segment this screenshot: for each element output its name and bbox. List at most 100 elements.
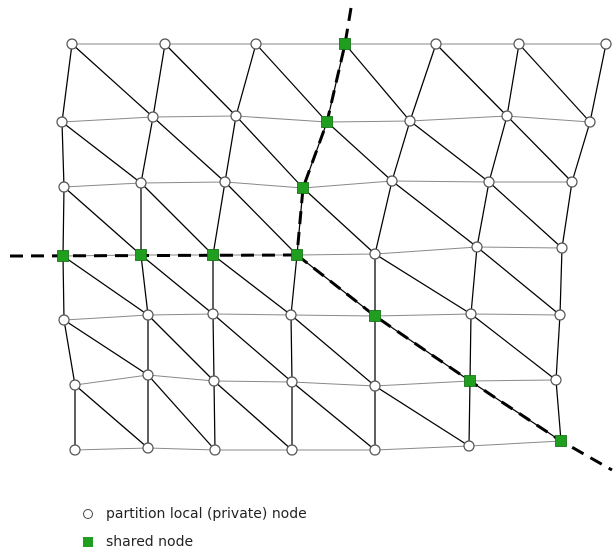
mesh-edge-vertical [488,115,508,183]
mesh-edge-diagonal [74,384,149,449]
mesh-edge-diagonal [71,43,154,118]
private-node [369,444,381,456]
legend-private-symbol [70,509,106,519]
mesh-edge-diagonal [374,385,470,447]
mesh-edge-horizontal [74,447,149,451]
mesh-edge-diagonal [164,43,237,117]
mesh-edge-horizontal [469,379,557,382]
mesh-edge-vertical [212,313,215,382]
private-node [584,116,596,128]
private-node [142,442,154,454]
private-node [404,115,416,127]
mesh-edge-vertical [61,121,65,188]
private-node [58,181,70,193]
mesh-edge-horizontal [374,445,470,451]
mesh-edge-horizontal [476,246,563,249]
mesh-edge-horizontal [374,313,472,317]
private-node [285,309,297,321]
mesh-edge-horizontal [326,120,411,123]
private-node [465,308,477,320]
mesh-edge-horizontal [212,313,292,316]
mesh-edge-vertical [391,120,411,182]
mesh-edge-vertical [589,43,607,123]
private-node [501,110,513,122]
private-node [483,176,495,188]
mesh-edge-diagonal [255,43,328,123]
mesh-edge-diagonal [63,319,149,376]
mesh-edge-diagonal [374,253,472,315]
mesh-edges [61,43,607,451]
mesh-edge-vertical [290,254,298,316]
mesh-edge-diagonal [152,116,226,183]
private-node [208,375,220,387]
mesh-edge-horizontal [290,314,376,317]
mesh-edge-diagonal [213,380,293,451]
mesh-edge-diagonal [470,313,557,381]
partition-cut-lines [9,7,613,472]
legend-private-label: partition local (private) node [106,506,307,522]
mesh-edge-vertical [213,380,216,451]
private-node [142,309,154,321]
mesh-edge-horizontal [506,115,591,123]
private-node [286,444,298,456]
mesh-edge-vertical [476,181,490,248]
private-node [69,444,81,456]
private-node [463,440,475,452]
private-node [369,248,381,260]
private-node-icon [83,509,93,519]
mesh-edge-vertical [470,246,478,315]
mesh-edge-diagonal [409,120,490,183]
shared-node [297,182,309,194]
mesh-edge-vertical [235,43,257,117]
mesh-edge-horizontal [374,246,478,255]
mesh-edge-horizontal [296,253,376,256]
private-node [147,111,159,123]
mesh-edge-horizontal [302,180,393,189]
mesh-edge-vertical [62,255,65,321]
mesh-edge-diagonal [291,381,376,451]
mesh-edge-horizontal [409,115,508,122]
mesh-edge-diagonal [147,314,215,382]
shared-node-icon [83,537,93,547]
private-node [386,175,398,187]
mesh-edge-diagonal [518,43,591,123]
mesh-edge-diagonal [344,43,411,122]
private-node [69,379,81,391]
mesh-edge-vertical [62,186,65,257]
legend-shared: shared node [70,528,307,556]
mesh-edge-vertical [571,121,591,183]
mesh-edge-diagonal [61,121,142,184]
mesh-edge-vertical [506,43,520,117]
mesh-edge-diagonal [147,374,216,451]
mesh-edge-vertical [559,247,563,316]
private-node [56,116,68,128]
mesh-edge-horizontal [235,115,328,123]
mesh-edge-vertical [212,181,226,256]
shared-node [555,435,567,447]
private-node [219,176,231,188]
mesh-edge-horizontal [63,182,142,188]
private-node [369,380,381,392]
mesh-edge-vertical [224,115,237,183]
mesh-edge-horizontal [147,447,216,451]
mesh-edge-vertical [140,254,149,316]
legend-shared-label: shared node [106,534,194,550]
private-node [209,444,221,456]
legend-private: partition local (private) node [70,500,307,528]
mesh-edge-horizontal [140,181,226,184]
private-node [554,309,566,321]
mesh-edge-horizontal [147,313,214,316]
private-node [566,176,578,188]
mesh-edge-horizontal [374,380,471,387]
private-node [556,242,568,254]
mesh-edge-diagonal [326,121,393,182]
shared-node [291,249,303,261]
private-node [550,374,562,386]
mesh-edge-diagonal [212,313,293,383]
mesh-edge-horizontal [61,116,154,123]
mesh-edge-vertical [468,380,471,447]
mesh-edge-diagonal [212,254,292,316]
shared-node [339,38,351,50]
mesh-edge-diagonal [140,254,214,315]
shared-node [369,310,381,322]
